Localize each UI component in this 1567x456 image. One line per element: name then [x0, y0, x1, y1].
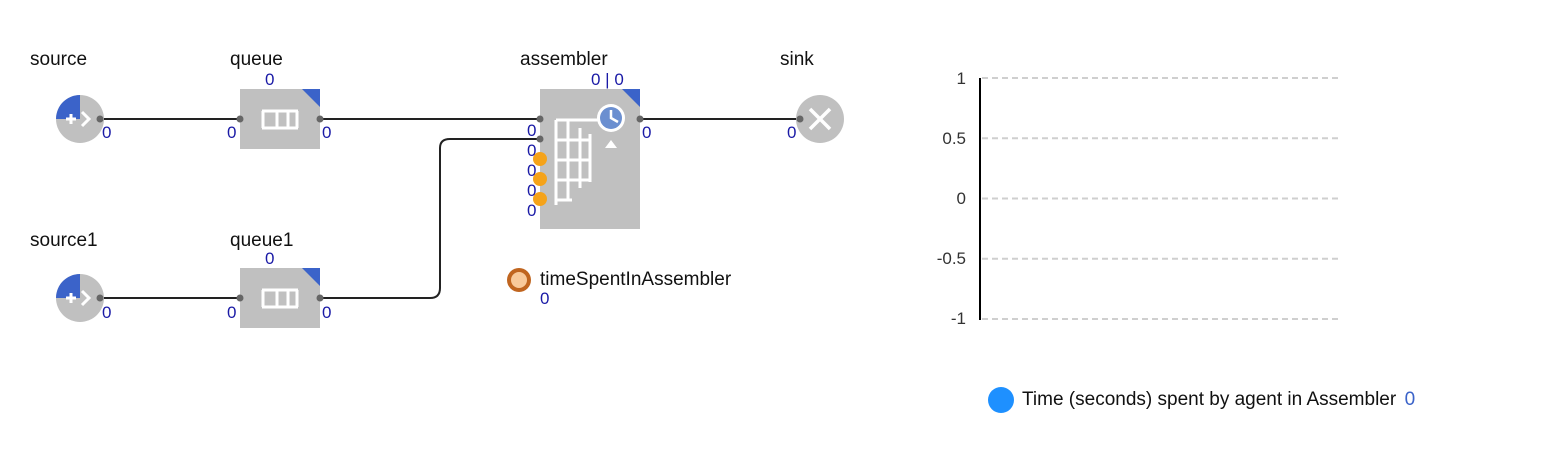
assembler-label: assembler [520, 49, 608, 70]
dataset-value: 0 [540, 289, 550, 308]
source1-out-count: 0 [102, 303, 112, 322]
assembler-clock-icon [597, 104, 625, 148]
queue-in-count: 0 [227, 123, 237, 142]
chart-grid [982, 77, 1340, 320]
source-arrow-icon [66, 289, 92, 307]
assembler-tree-icon [554, 118, 600, 205]
y-tick-label: -1 [950, 309, 966, 328]
port [316, 115, 324, 123]
legend-series-name: Time (seconds) spent by agent in Assembl… [1022, 389, 1397, 410]
port [536, 115, 544, 123]
dataset-label[interactable]: timeSpentInAssembler [540, 269, 732, 290]
source-block[interactable] [56, 95, 104, 143]
connector-queue1-assembler [320, 138, 540, 299]
sink-block[interactable] [796, 95, 844, 143]
assembler-in-count-5: 0 [527, 201, 537, 220]
assembler-in-count-3: 0 [527, 161, 537, 180]
assembler-port-orange [533, 192, 547, 206]
assembler-port-orange [533, 172, 547, 186]
assembler-top-count: 0 | 0 [591, 70, 624, 89]
port [796, 115, 804, 123]
assembler-port-orange [533, 152, 547, 166]
source1-label: source1 [30, 230, 98, 251]
source-arrow-icon [66, 110, 92, 128]
source-label: source [30, 49, 88, 70]
queue-label: queue [230, 49, 283, 70]
sink-label: sink [780, 49, 814, 70]
queue-out-count: 0 [322, 123, 332, 142]
queue1-in-count: 0 [227, 303, 237, 322]
legend-dot [988, 387, 1014, 413]
assembler-out-count: 0 [642, 123, 652, 142]
queue-top-count: 0 [265, 70, 275, 89]
source-out-count: 0 [102, 123, 112, 142]
queue-icon [261, 109, 299, 130]
queue1-top-count: 0 [265, 249, 275, 268]
y-tick-label: 1 [956, 69, 966, 88]
port [316, 294, 324, 302]
queue-icon [261, 288, 299, 309]
queue1-out-count: 0 [322, 303, 332, 322]
port [96, 115, 104, 123]
port [536, 135, 544, 143]
assembler-block[interactable] [540, 89, 640, 229]
sink-in-count: 0 [787, 123, 797, 142]
source1-block[interactable] [56, 274, 104, 322]
port [636, 115, 644, 123]
y-tick-label: 0.5 [942, 129, 966, 148]
port [236, 294, 244, 302]
chart-legend: Time (seconds) spent by agent in Assembl… [1022, 389, 1415, 411]
assembler-in-count-4: 0 [527, 181, 537, 200]
assembler-in-count-2: 0 [527, 141, 537, 160]
queue1-block[interactable] [240, 268, 320, 328]
y-tick-label: 0 [956, 189, 966, 208]
sink-x-icon [808, 107, 832, 131]
port [236, 115, 244, 123]
port [96, 294, 104, 302]
queue1-label: queue1 [230, 230, 294, 251]
assembler-in-count-1: 0 [527, 121, 537, 140]
legend-series-value: 0 [1404, 389, 1416, 410]
y-tick-label: -0.5 [936, 249, 966, 268]
dataset-icon[interactable] [507, 268, 531, 292]
queue-block[interactable] [240, 89, 320, 149]
